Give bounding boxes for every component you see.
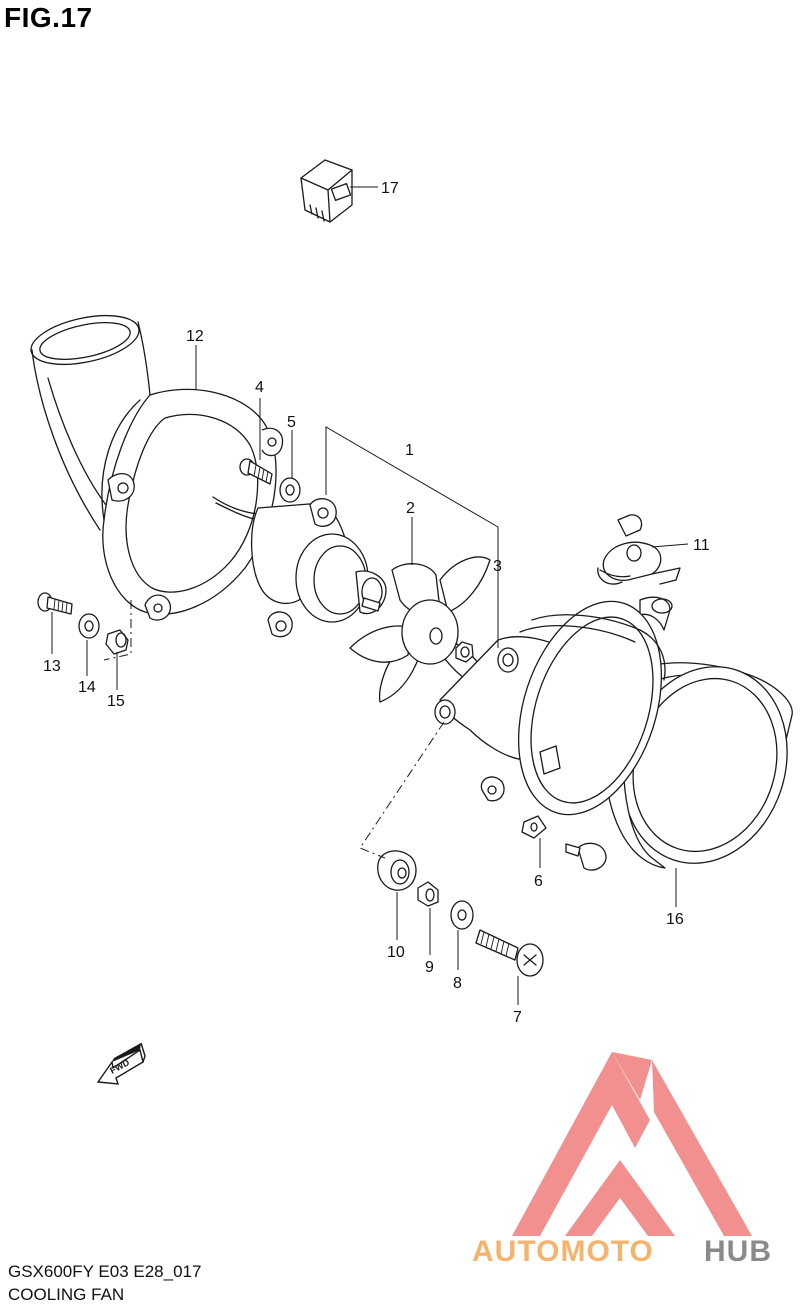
part-14-washer — [78, 613, 100, 639]
callout-8: 8 — [453, 975, 462, 992]
leader-lines — [51, 186, 689, 1005]
watermark-logo — [512, 1052, 752, 1236]
callout-11: 11 — [693, 537, 710, 554]
part-5-washer — [279, 477, 301, 503]
callout-10: 10 — [387, 944, 405, 961]
callout-numbers: 17 12 4 5 1 2 3 11 6 16 13 14 15 10 9 8 … — [43, 180, 710, 1026]
figure-caption: COOLING FAN — [8, 1285, 125, 1304]
callout-4: 4 — [255, 379, 264, 396]
callout-17: 17 — [381, 180, 399, 197]
callout-1: 1 — [405, 442, 414, 459]
watermark-brand-part1: AUTOMOTO — [472, 1235, 654, 1268]
part-11-clip — [597, 514, 681, 585]
figure-title: FIG.17 — [4, 2, 93, 33]
part-9-collar — [417, 881, 439, 907]
part-12-air-duct — [30, 314, 284, 621]
part-1-fan-motor — [212, 496, 387, 638]
part-6-clip-nut — [521, 815, 547, 839]
callout-7: 7 — [513, 1009, 522, 1026]
fwd-arrow-icon: FWD — [96, 1042, 146, 1085]
part-2-fan-blade — [349, 556, 491, 703]
callout-3: 3 — [493, 558, 502, 575]
callout-5: 5 — [287, 414, 296, 431]
callout-2: 2 — [406, 500, 415, 517]
model-code: GSX600FY E03 E28_017 — [8, 1262, 202, 1281]
callout-14: 14 — [78, 679, 96, 696]
callout-13: 13 — [43, 658, 61, 675]
callout-9: 9 — [425, 959, 434, 976]
callout-12: 12 — [186, 328, 204, 345]
part-10-grommet — [377, 850, 417, 891]
part-13-bolt — [37, 592, 73, 615]
callout-6: 6 — [534, 873, 543, 890]
part-4-bolt — [239, 458, 273, 485]
part-17-relay — [300, 159, 353, 223]
watermark-text: AUTOMOTO HUB — [472, 1235, 772, 1268]
part-7-bolt — [475, 929, 544, 977]
part-3-nut — [455, 641, 474, 663]
part-8-washer — [450, 900, 474, 930]
callout-15: 15 — [107, 693, 125, 710]
part-15-collar — [105, 629, 129, 655]
watermark-brand-part2: HUB — [704, 1235, 772, 1268]
callout-16: 16 — [666, 911, 684, 928]
fan-housing — [434, 600, 666, 816]
